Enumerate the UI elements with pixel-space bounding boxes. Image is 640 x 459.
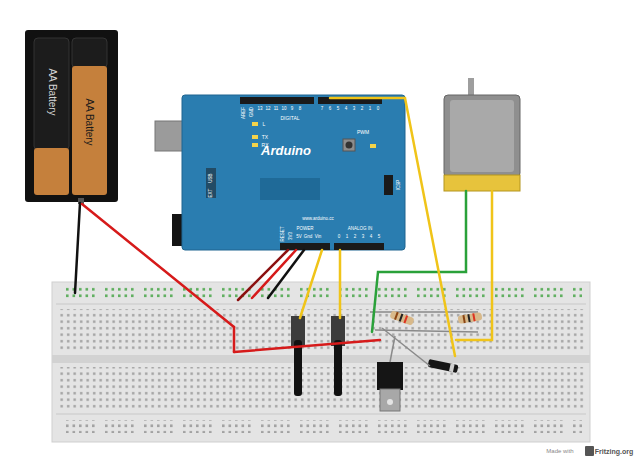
header-title: DIGITAL <box>280 116 299 121</box>
pin-number: 8 <box>299 107 302 112</box>
pin-number: 9 <box>291 107 294 112</box>
pin-number: 1 <box>369 107 372 112</box>
pin-number: 7 <box>321 107 324 112</box>
pin-number: 4 <box>345 107 348 112</box>
pin-number: 3 <box>362 235 365 240</box>
pin-number: 2 <box>361 107 364 112</box>
led-label: RX <box>262 143 269 148</box>
led-label: L <box>263 122 266 127</box>
arduino-board: Arduinowww.arduino.ccDIGITALAREFGND13121… <box>182 95 405 250</box>
pin-number: 6 <box>329 107 332 112</box>
battery-label: AA Battery <box>47 68 57 115</box>
pin-label: Vin <box>315 235 321 240</box>
pin-number: 10 <box>281 107 286 112</box>
pin-label: 5V <box>296 235 302 240</box>
battery-label: AA Battery <box>84 98 94 145</box>
pin-number: 0 <box>377 107 380 112</box>
led-label: TX <box>262 135 268 140</box>
pin-number: 12 <box>265 107 270 112</box>
battery-holder: AA Battery AA Battery <box>25 30 118 202</box>
pin-number: 4 <box>370 235 373 240</box>
pin-label: RESET <box>281 226 286 241</box>
pin-number: 11 <box>274 107 279 112</box>
pin-label: 3V3 <box>289 232 294 240</box>
board-url: www.arduino.cc <box>302 217 334 222</box>
pin-number: 13 <box>257 107 262 112</box>
pin-number: 2 <box>354 235 357 240</box>
watermark: Made with <box>546 448 573 454</box>
pin-number: 5 <box>337 107 340 112</box>
watermark: Fritzing.org <box>595 448 634 455</box>
pin-number: 5 <box>378 235 381 240</box>
header-title: ICSP <box>397 180 402 191</box>
header-title: POWER <box>296 227 313 232</box>
pin-number: 1 <box>346 235 349 240</box>
jumper-label: USB <box>209 173 214 182</box>
board-name: Arduino <box>261 144 311 157</box>
pin-number: 3 <box>353 107 356 112</box>
led-label: PWM <box>357 130 369 135</box>
pin-label: Gnd <box>304 235 313 240</box>
pin-number: 0 <box>338 235 341 240</box>
header-title: ANALOG IN <box>348 227 373 232</box>
pin-label: GND <box>250 107 255 117</box>
pin-label: AREF <box>242 107 247 119</box>
jumper-label: EXT <box>209 189 214 198</box>
